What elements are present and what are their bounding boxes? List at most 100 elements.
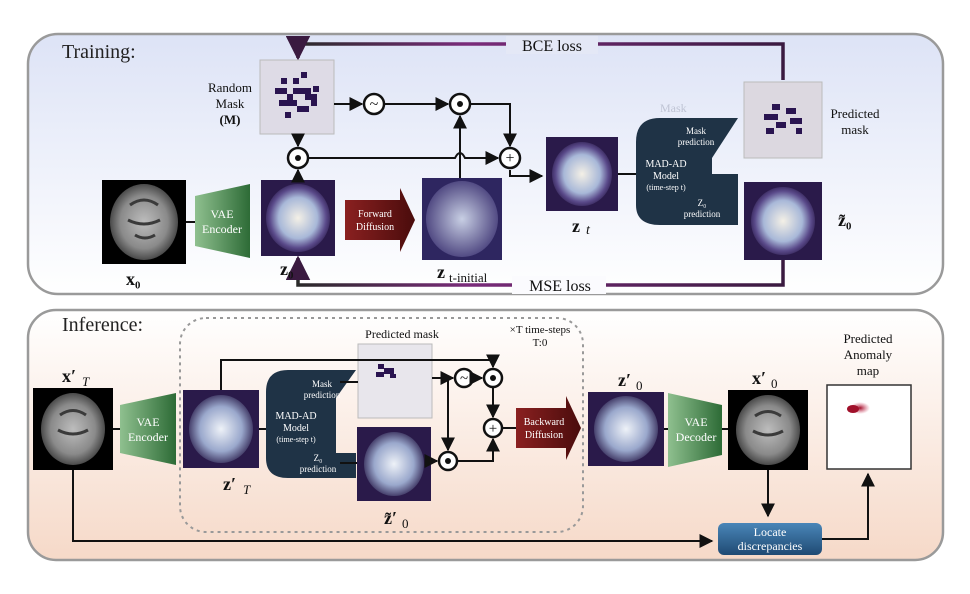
zt-initial-label: z [437, 262, 445, 282]
vae-encoder-infer-2: Encoder [128, 430, 168, 444]
zt-label: z [572, 216, 580, 236]
anomaly-map-image [826, 384, 912, 470]
mad-ad-model-train [636, 118, 738, 225]
infer-z0-pred-1: Z₀ [314, 453, 323, 463]
mad-ad-model-infer [266, 370, 356, 478]
z0-latent-image [261, 180, 335, 256]
x0-prime-brain-image [728, 390, 808, 470]
train-mask-pred-2: prediction [678, 137, 715, 147]
zt-initial-sub: t-initial [449, 270, 488, 285]
xT-brain-image [33, 388, 113, 470]
predicted-mask-train-1: Predicted [830, 106, 880, 121]
vae-encoder-train [195, 184, 250, 258]
inference-panel [26, 308, 945, 562]
arrow-add-zt [509, 169, 544, 183]
svg-text:+: + [505, 150, 514, 167]
vae-decoder [668, 393, 722, 467]
inference-label: Inference: [62, 314, 143, 336]
x0-label: x₀ [126, 269, 140, 289]
zT-latent-image [183, 390, 259, 468]
z0-prime-label: z′ [618, 370, 631, 390]
infer-mask-pred-2: prediction [304, 390, 341, 400]
arrow-locate-anomaly [822, 472, 875, 540]
random-mask-label-1: Random [208, 80, 252, 95]
zT-label: z′ [223, 474, 236, 494]
svg-text:~: ~ [460, 371, 468, 387]
multiply-node-infer-bottom [437, 450, 459, 472]
x0-prime-sub: 0 [771, 376, 778, 391]
z0-tilde-train-label: z̃₀ [838, 210, 851, 230]
timestep-loop-box [179, 317, 584, 533]
predicted-mask-infer-label: Predicted mask [365, 327, 439, 341]
locate-2: discrepancies [738, 539, 803, 553]
xT-label: x′ [62, 366, 76, 386]
mask-faded-label: Mask [660, 101, 687, 115]
svg-text:~: ~ [370, 96, 379, 113]
arrow-zT-top [220, 354, 500, 390]
multiply-node-train-top [448, 92, 472, 116]
zt-sub: t [586, 223, 591, 238]
zt-image [546, 137, 618, 211]
infer-mask-pred-1: Mask [312, 379, 332, 389]
bce-loss-label: BCE loss [522, 38, 582, 55]
tilde-node-infer: ~ [453, 367, 475, 389]
locate-discrepancies-box [718, 523, 822, 555]
train-mask-pred-1: Mask [686, 126, 706, 136]
z0-tilde-infer-label: z̃′ [384, 508, 397, 528]
arrow-mult2-add-infer [458, 437, 500, 462]
tilde-node-train: ~ [362, 92, 386, 116]
timestep-label-1: ×T time-steps [510, 324, 571, 336]
add-node-infer: + [482, 417, 504, 439]
svg-text:+: + [489, 421, 497, 437]
train-z0-pred-2: prediction [684, 209, 721, 219]
anomaly-map-3: map [857, 363, 879, 378]
timestep-label-2: T:0 [533, 337, 548, 349]
x0-brain-image [102, 180, 186, 264]
add-node-train: + [498, 146, 522, 170]
predicted-mask-infer-image [357, 343, 433, 419]
z0-prime-image [588, 392, 664, 466]
zt-initial-image [422, 178, 502, 260]
infer-model-1: MAD-AD [275, 411, 316, 422]
mse-label-bg [512, 276, 606, 294]
bce-label-bg [506, 36, 598, 54]
vae-decoder-1: VAE [684, 415, 707, 429]
backward-diffusion-arrow [516, 396, 581, 460]
forward-diffusion-2: Diffusion [356, 222, 394, 233]
backward-diffusion-2: Diffusion [525, 430, 563, 441]
training-label: Training: [62, 41, 136, 63]
vae-decoder-2: Decoder [676, 430, 717, 444]
infer-model-2: Model [283, 423, 309, 434]
anomaly-map-1: Predicted [843, 331, 893, 346]
z0-label: z₀ [280, 259, 293, 279]
z0-prime-sub: 0 [636, 378, 643, 393]
vae-encoder-train-2: Encoder [202, 222, 242, 236]
arrow-mult-add [470, 103, 517, 148]
backward-diffusion-1: Backward [524, 417, 565, 428]
random-mask-label-3: (M) [220, 112, 241, 127]
locate-1: Locate [754, 525, 787, 539]
multiply-node-train-left [286, 146, 310, 170]
train-model-2: Model [653, 171, 679, 182]
train-model-1: MAD-AD [645, 159, 686, 170]
arrow-xT-locate [72, 470, 714, 548]
forward-diffusion-1: Forward [358, 209, 392, 220]
multiply-node-infer-top [482, 367, 504, 389]
predicted-mask-train-image [743, 81, 823, 159]
anomaly-map-2: Anomaly [844, 347, 893, 362]
vae-encoder-train-1: VAE [210, 207, 233, 221]
z0-tilde-train-image [744, 182, 822, 260]
z0-tilde-infer-image [357, 427, 431, 501]
infer-model-3: (time-step t) [276, 435, 316, 444]
train-model-3: (time-step t) [646, 183, 686, 192]
random-mask-image [259, 59, 335, 135]
random-mask-label-2: Mask [216, 96, 245, 111]
vae-encoder-infer [120, 393, 176, 465]
forward-diffusion-arrow [345, 188, 415, 252]
zT-sub: T [243, 482, 251, 497]
z0-tilde-infer-sub: 0 [402, 516, 409, 531]
predicted-mask-train-2: mask [841, 122, 869, 137]
train-z0-pred-1: Z₀ [698, 198, 707, 208]
